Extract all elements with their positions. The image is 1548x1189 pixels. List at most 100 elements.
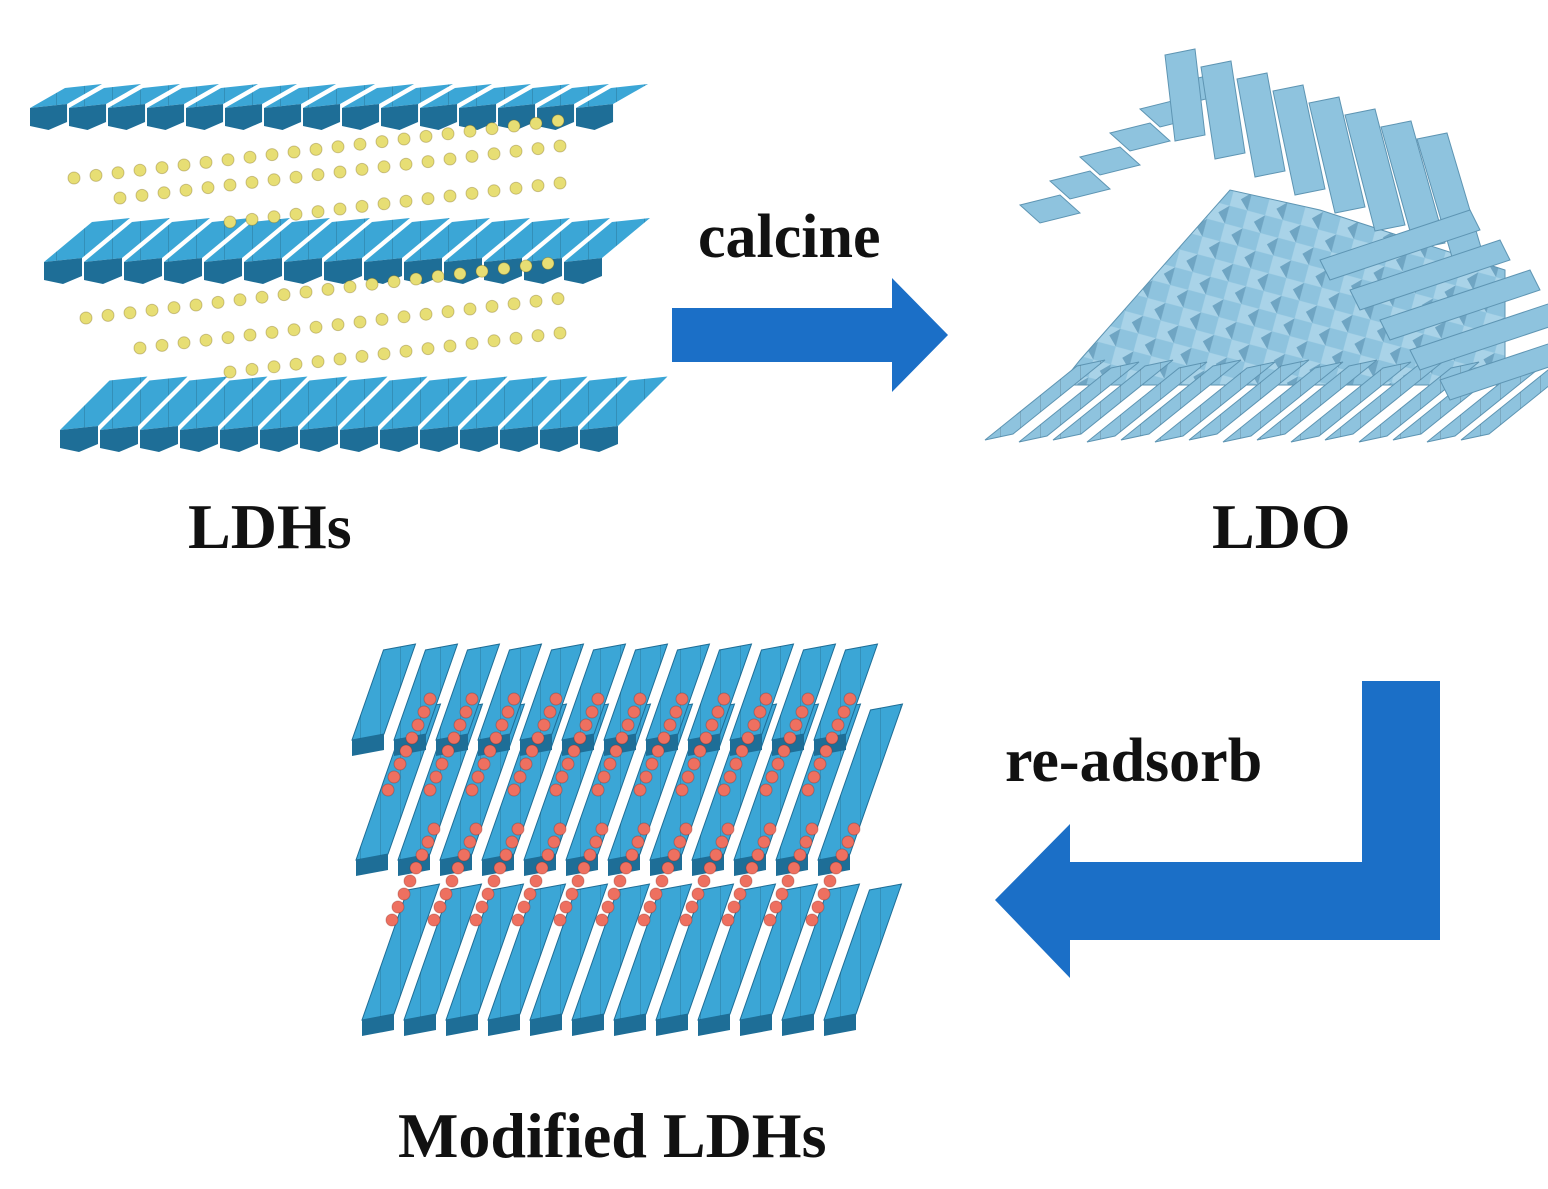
rod-ribs: [484, 218, 570, 262]
modified-ldhs-label: Modified LDHs: [398, 1100, 827, 1171]
rod-end-face: [244, 258, 282, 284]
ldhs-anion: [397, 310, 411, 324]
mod-rod-end: [446, 1014, 478, 1036]
ldhs-anion: [289, 170, 303, 184]
calcine-label: calcine: [698, 203, 881, 271]
ldhs-middle-layer: [44, 218, 650, 284]
modified-anion: [663, 718, 677, 732]
rod-ribs: [380, 376, 468, 430]
ldo-curved-rod: [1380, 120, 1446, 250]
ldhs-anion: [551, 292, 565, 306]
ldo-step: [1018, 194, 1082, 224]
modified-anion: [633, 783, 647, 797]
modified-anion: [801, 783, 815, 797]
ldhs-anion: [333, 352, 347, 366]
ldhs-anion: [355, 349, 369, 363]
ldhs-anion: [399, 157, 413, 171]
modified-anion: [391, 900, 405, 914]
modified-anion: [675, 692, 689, 706]
modified-anion: [735, 744, 749, 758]
rod-end-face: [540, 426, 578, 452]
ldo-label: LDO: [1212, 491, 1351, 562]
mod-rod-end: [656, 1014, 688, 1036]
ldhs-anion: [375, 312, 389, 326]
rod-ribs: [364, 218, 450, 262]
modified-anion: [805, 822, 819, 836]
rod-end-face: [264, 104, 302, 130]
rod-ribs: [324, 218, 410, 262]
rod-ribs: [220, 376, 308, 430]
modified-anion: [747, 718, 761, 732]
ldhs-anion: [177, 158, 191, 172]
ldhs-anion: [265, 148, 279, 162]
ldo-curved-rod: [1236, 72, 1286, 178]
modified-anion: [687, 757, 701, 771]
rod-ribs: [44, 218, 130, 262]
modified-anion: [501, 705, 515, 719]
ldhs-anion: [223, 215, 237, 229]
ldhs-anion: [409, 272, 423, 286]
rod-ribs: [420, 84, 493, 108]
modified-anion: [679, 822, 693, 836]
modified-anion: [699, 731, 713, 745]
rod-ribs: [124, 218, 210, 262]
modified-anion: [397, 887, 411, 901]
mod-rod-ribs: [646, 644, 710, 740]
ldhs-structure: [30, 84, 668, 452]
ldo-rod-ribs: [1223, 362, 1343, 442]
ldhs-anion: [431, 269, 445, 283]
modified-anion: [795, 705, 809, 719]
modified-anion: [697, 874, 711, 888]
rod-ribs: [420, 376, 508, 430]
modified-anion: [771, 757, 785, 771]
ldhs-anion: [553, 176, 567, 190]
ldhs-anion: [387, 275, 401, 289]
rod-end-face: [300, 426, 338, 452]
ldhs-anion: [267, 210, 281, 224]
modified-anion: [679, 913, 693, 927]
ldhs-anion: [475, 264, 489, 278]
rod-end-face: [204, 258, 242, 284]
ldo-rod-ribs: [1325, 360, 1445, 440]
rod-ribs: [340, 376, 428, 430]
mod-rod-ribs: [352, 644, 416, 740]
rod-end-face: [303, 104, 341, 130]
ldhs-anion: [243, 150, 257, 164]
mod-rod-end: [824, 1014, 856, 1036]
modified-anion: [657, 731, 671, 745]
modified-anion: [555, 770, 569, 784]
ldhs-anion: [289, 357, 303, 371]
ldhs-anion: [443, 189, 457, 203]
modified-anion: [843, 692, 857, 706]
modified-anion: [423, 783, 437, 797]
ldhs-anion: [375, 135, 389, 149]
modified-anion: [765, 770, 779, 784]
ldo-rod-ribs: [1427, 362, 1547, 442]
rod-end-face: [324, 258, 362, 284]
rod-end-face: [225, 104, 263, 130]
ldo-rod-ribs: [1087, 362, 1207, 442]
ldo-curved-rod: [1200, 60, 1246, 160]
modified-anion: [489, 731, 503, 745]
ldhs-anion: [245, 212, 259, 226]
ldo-rod-ribs: [1121, 360, 1241, 440]
ldo-rod-ribs: [985, 360, 1105, 440]
ldhs-anion: [487, 147, 501, 161]
rod-end-face: [284, 258, 322, 284]
ldhs-anion: [311, 355, 325, 369]
modified-anion: [561, 757, 575, 771]
modified-anion: [601, 900, 615, 914]
mod-rod-ribs: [698, 884, 776, 1020]
modified-anion: [613, 874, 627, 888]
ldhs-anion: [487, 334, 501, 348]
mod-rod-end: [530, 1014, 562, 1036]
rod-ribs: [537, 84, 610, 108]
modified-anion: [597, 770, 611, 784]
ldo-rod-ribs: [1291, 362, 1411, 442]
rod-ribs: [404, 218, 490, 262]
ldhs-anion: [221, 153, 235, 167]
modified-anion: [513, 770, 527, 784]
modified-anion: [475, 900, 489, 914]
mod-rod-ribs: [562, 644, 626, 740]
ldhs-anion: [201, 181, 215, 195]
